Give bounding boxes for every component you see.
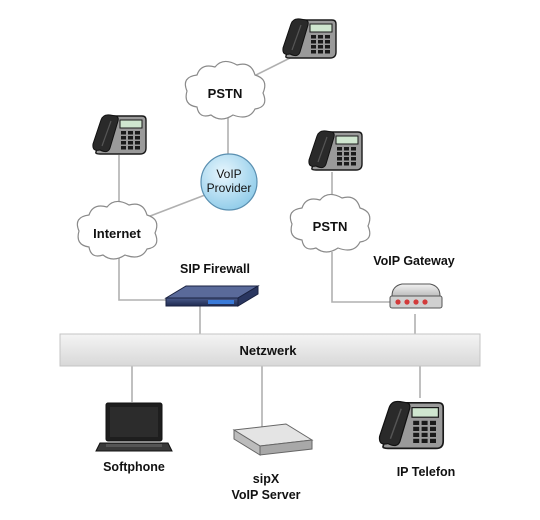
phone-left-icon — [92, 114, 147, 155]
pstn-top-label: PSTN — [208, 86, 243, 101]
phone-top-icon — [282, 18, 337, 59]
link-internet-firewall — [118, 258, 172, 301]
link-internet-provider — [144, 194, 206, 219]
sip-firewall-label: SIP Firewall — [180, 262, 250, 276]
voip-provider-label-line1: VoIP — [216, 167, 241, 181]
softphone-label: Softphone — [103, 460, 165, 474]
voip-provider-label-line2: Provider — [207, 181, 252, 195]
voip-provider-node: VoIP Provider — [200, 153, 258, 211]
ip-phone-label: IP Telefon — [397, 465, 456, 479]
phone-right-icon — [308, 130, 363, 171]
voip-gateway-label: VoIP Gateway — [373, 254, 455, 268]
pstn-right-label: PSTN — [313, 219, 348, 234]
sipx-label-line1: sipX — [253, 472, 280, 486]
sip-firewall-icon — [164, 285, 260, 307]
network-bus: Netzwerk — [59, 333, 481, 367]
sipx-server-icon — [232, 423, 314, 456]
internet-label: Internet — [93, 226, 141, 241]
links — [118, 57, 421, 428]
sipx-label-line2: VoIP Server — [231, 488, 300, 502]
voip-gateway-icon — [389, 283, 443, 309]
softphone-laptop-icon — [95, 402, 173, 452]
link-pstn-top-phone — [249, 57, 291, 79]
network-bus-label: Netzwerk — [239, 343, 297, 358]
link-pstn-right-gateway — [331, 252, 390, 303]
ip-phone-icon — [378, 400, 445, 450]
